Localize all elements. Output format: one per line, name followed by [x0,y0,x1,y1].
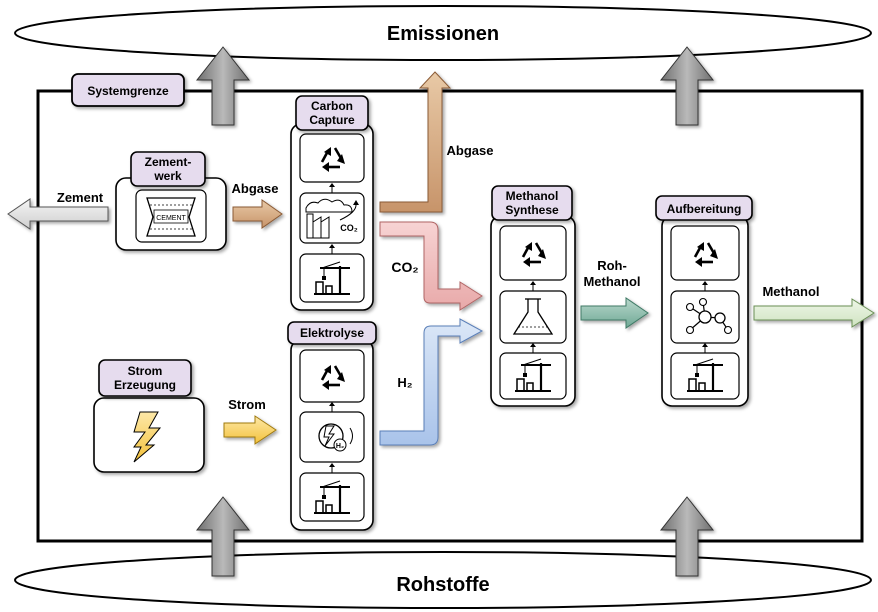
cement-plant-title-badge [130,151,206,187]
co2-arrow [379,221,483,311]
exhaust-out-arrow [379,71,452,213]
flask-icon [512,298,554,335]
methanol-synthesis-title-1: Methanol [506,189,559,203]
processing-title-badge [655,195,753,221]
co2-label: CO₂ [391,259,418,275]
cement-output-label: Zement [57,190,104,205]
h2-arrow [379,318,484,446]
electrolysis-icon: H₂ [318,423,353,452]
crude-methanol-label-2: Methanol [583,274,640,289]
cement-plant-title-1: Zement- [145,155,192,169]
power-generation-title-badge [98,359,192,397]
emissions-label: Emissionen [387,23,499,45]
methanol-synthesis-recycle-frame [499,225,567,281]
power-arrow [223,415,277,445]
exhaust-out-label: Abgase [447,143,494,158]
carbon-capture-title-1: Carbon [311,99,353,113]
emissions-ellipse [14,5,872,61]
lightning-icon [133,411,162,463]
emission-arrow-left [195,46,251,126]
emission-arrow-right [659,46,715,126]
h2-label: H₂ [397,375,412,390]
cement-plant-title-2: werk [153,169,182,183]
methanol-synthesis-title-2: Synthese [505,203,559,217]
crude-methanol-label-1: Roh- [597,258,627,273]
cement-output-arrow [7,198,109,230]
raw-material-arrow-left [195,496,251,577]
h2-icon-text: H₂ [336,443,344,450]
exhaust-in-label: Abgase [232,181,279,196]
processing-crane-frame [670,352,740,400]
cement-bag-icon: CEMENT [146,197,196,237]
molecule-icon [685,297,733,335]
methanol-synthesis-title-badge [491,185,573,221]
raw-materials-label: Rohstoffe [396,574,489,596]
power-generation-title-2: Erzeugung [114,378,176,392]
carbon-capture-title-badge [295,95,369,131]
power-label: Strom [228,397,266,412]
methanol-label: Methanol [762,284,819,299]
exhaust-in-arrow [232,199,283,229]
carbon-capture-title-2: Capture [309,113,355,127]
methanol-synthesis-crane-frame [499,352,567,400]
processing-recycle-frame [670,225,740,281]
electrolysis-title: Elektrolyse [300,326,364,340]
factory-icon: CO₂ [305,198,359,239]
crude-methanol-arrow [580,297,649,329]
system-boundary-label: Systemgrenze [87,84,169,98]
carbon-capture-recycle-frame [299,133,365,183]
power-generation-title-1: Strom [128,364,163,378]
processing-title: Aufbereitung [667,202,742,216]
methanol-output-arrow [753,298,875,328]
cement-icon-text: CEMENT [156,215,186,222]
electrolysis-recycle-frame [299,349,365,403]
co2-icon-text: CO₂ [340,223,358,233]
electrolysis-title-badge [287,321,377,345]
system-boundary-badge [71,73,185,107]
raw-material-arrow-right [659,496,715,577]
